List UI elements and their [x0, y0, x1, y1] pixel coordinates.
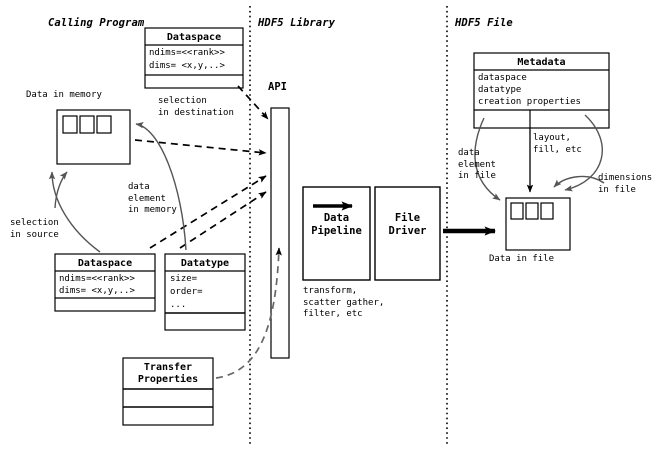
arrow-memory-to-api — [134, 139, 267, 156]
dataspace-destination-row-ndims: ndims=<<rank>> — [149, 48, 225, 58]
datatype-row-ellipsis: ... — [170, 300, 187, 310]
section-title-hdf5-library: HDF5 Library — [258, 17, 336, 29]
data-element-in-memory-label: data element in memory — [128, 182, 177, 215]
api-label: API — [268, 81, 287, 93]
file-driver-box — [374, 186, 441, 281]
section-title-hdf5-file: HDF5 File — [455, 17, 513, 29]
data-in-file-box — [505, 197, 571, 251]
dataspace-destination-row-dims: dims= <x,y,..> — [149, 61, 225, 71]
dataspace-source-row-dims: dims= <x,y,..> — [59, 286, 135, 296]
datatype-box — [164, 253, 246, 331]
data-in-file-label: Data in file — [489, 254, 555, 264]
arrow-data-element-in-file — [474, 117, 501, 201]
transfer-properties-title: Transfer Properties — [137, 362, 199, 385]
pipeline-operations-label: transform, scatter gather, filter, etc — [303, 286, 385, 319]
metadata-row-creation-properties: creation properties — [478, 97, 581, 107]
file-driver-label: File Driver — [388, 212, 427, 237]
datatype-row-size: size= — [170, 274, 198, 284]
metadata-row-dataspace: dataspace — [478, 73, 527, 83]
section-title-calling-program: Calling Program — [48, 17, 145, 29]
dataspace-destination-title: Dataspace — [166, 32, 222, 43]
data-pipeline-label: Data Pipeline — [311, 212, 362, 237]
transfer-properties-box — [122, 357, 214, 426]
arrow-datatype-to-api — [179, 191, 267, 249]
api-bar — [270, 107, 290, 359]
dataspace-destination-box — [144, 27, 244, 89]
selection-in-source-label: selection in source — [10, 218, 59, 240]
data-in-memory-label: Data in memory — [26, 90, 102, 100]
curve-selection-in-source-a — [48, 171, 101, 253]
arrow-dataspace-dest-to-api — [237, 85, 269, 120]
curve-data-element-in-memory — [135, 122, 187, 251]
data-pipeline-box — [302, 186, 371, 281]
data-in-memory-box — [56, 109, 131, 165]
arrow-dataspace-src-to-api — [149, 175, 267, 249]
dataspace-source-box — [54, 253, 156, 312]
arrow-transfer-properties-to-api — [215, 247, 282, 379]
data-element-in-file-label: data element in file — [458, 148, 496, 181]
datatype-title: Datatype — [180, 258, 230, 269]
curve-selection-in-source-b — [54, 171, 68, 209]
metadata-row-datatype: datatype — [478, 85, 522, 95]
datatype-row-order: order= — [170, 287, 203, 297]
dataspace-source-title: Dataspace — [77, 258, 133, 269]
dataspace-source-row-ndims: ndims=<<rank>> — [59, 274, 135, 284]
arrow-dimensions-in-file — [564, 114, 603, 192]
selection-in-destination-label: selection in destination — [158, 96, 234, 118]
layout-fill-etc-label: layout, fill, etc — [533, 133, 582, 155]
dimensions-in-file-label: dimensions in file — [598, 173, 653, 195]
arrow-dimensions-in-file-2 — [553, 175, 605, 188]
metadata-title: Metadata — [517, 57, 566, 68]
